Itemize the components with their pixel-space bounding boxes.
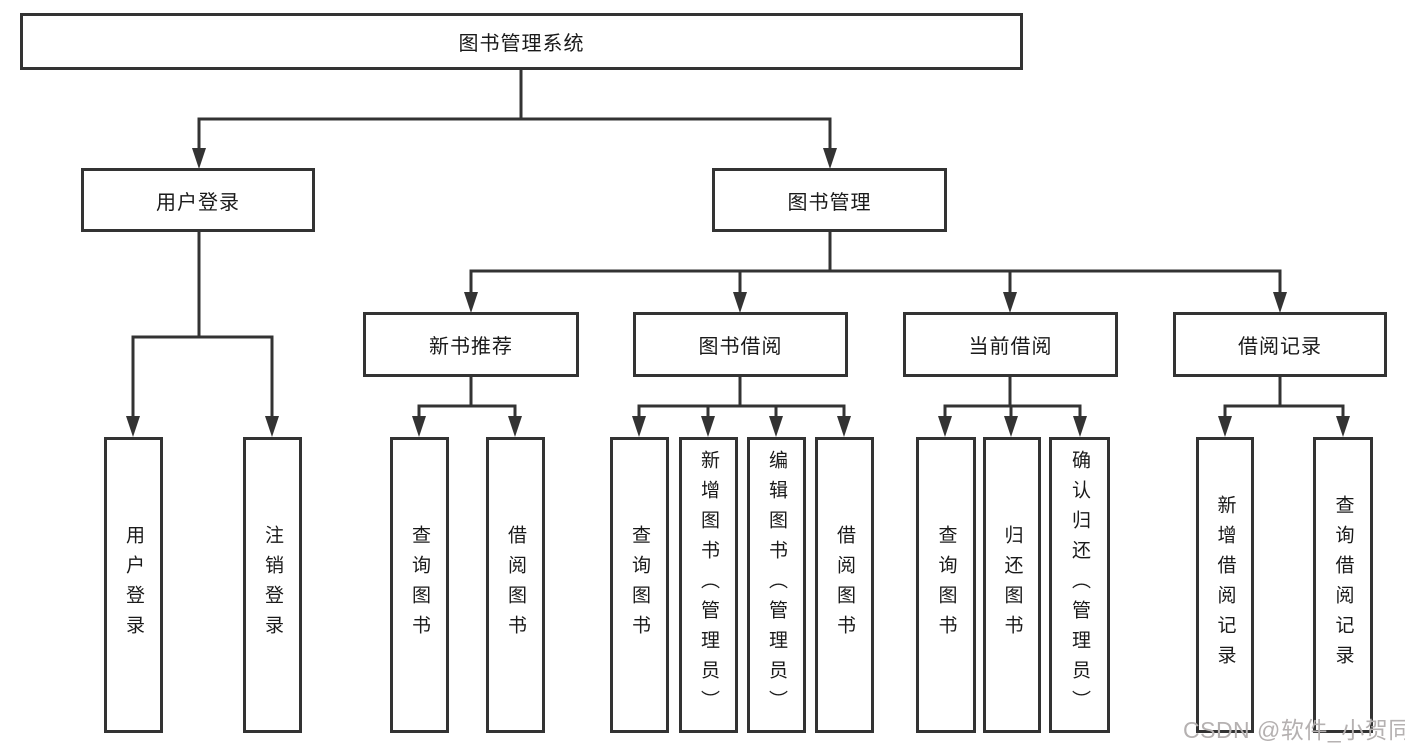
leaf-borrow-query-books: 查询图书	[610, 437, 669, 733]
connector-current-borrow-to-leaves	[943, 377, 1082, 420]
node-new-book-rec: 新书推荐	[363, 312, 579, 377]
connector-book-mgmt-to-level3	[469, 232, 1282, 296]
leaf-confirm-return-admin-label: 确认归还（管理员）	[1069, 450, 1090, 720]
node-book-mgmt: 图书管理	[712, 168, 947, 232]
node-user-login: 用户登录	[81, 168, 315, 232]
leaf-add-books-admin: 新增图书（管理员）	[679, 437, 738, 733]
arrowheads	[126, 148, 1350, 437]
leaf-query-borrow-record-label: 查询借阅记录	[1332, 495, 1354, 675]
leaf-confirm-return-admin: 确认归还（管理员）	[1049, 437, 1110, 733]
connector-user-login-to-leaves	[131, 232, 274, 420]
leaf-user-login-label: 用户登录	[123, 525, 144, 645]
leaf-user-login: 用户登录	[104, 437, 163, 733]
leaf-borrow-books: 借阅图书	[815, 437, 874, 733]
leaf-current-query-books: 查询图书	[916, 437, 976, 733]
node-borrow-records: 借阅记录	[1173, 312, 1387, 377]
node-system-root-label: 图书管理系统	[458, 33, 585, 55]
leaf-logout: 注销登录	[243, 437, 302, 733]
node-book-borrow-label: 图书借阅	[698, 336, 783, 358]
leaf-return-books-label: 归还图书	[1001, 525, 1023, 645]
leaf-borrow-query-books-label: 查询图书	[629, 525, 650, 645]
node-user-login-label: 用户登录	[156, 191, 240, 214]
connector-borrow-records-to-leaves	[1223, 377, 1345, 420]
leaf-return-books: 归还图书	[983, 437, 1041, 733]
node-current-borrow: 当前借阅	[903, 312, 1118, 377]
node-new-book-rec-label: 新书推荐	[429, 336, 513, 358]
node-system-root: 图书管理系统	[20, 13, 1023, 70]
connector-root-to-level2	[197, 70, 832, 152]
connector-new-book-rec-to-leaves	[417, 377, 517, 420]
leaf-newrec-borrow-books: 借阅图书	[486, 437, 545, 733]
connector-book-borrow-to-leaves	[637, 377, 846, 420]
node-book-borrow: 图书借阅	[633, 312, 848, 377]
leaf-edit-books-admin: 编辑图书（管理员）	[747, 437, 806, 733]
csdn-watermark: CSDN @软件_小贺同学	[1183, 717, 1405, 743]
node-book-mgmt-label: 图书管理	[787, 191, 872, 214]
leaf-logout-label: 注销登录	[262, 525, 283, 645]
leaf-borrow-books-label: 借阅图书	[834, 525, 855, 645]
leaf-newrec-query-books-label: 查询图书	[409, 525, 430, 645]
leaf-add-borrow-record-label: 新增借阅记录	[1214, 495, 1236, 675]
node-current-borrow-label: 当前借阅	[968, 336, 1053, 358]
leaf-newrec-borrow-books-label: 借阅图书	[505, 525, 526, 645]
leaf-current-query-books-label: 查询图书	[935, 525, 957, 645]
leaf-query-borrow-record: 查询借阅记录	[1313, 437, 1373, 733]
leaf-edit-books-admin-label: 编辑图书（管理员）	[766, 450, 787, 720]
node-borrow-records-label: 借阅记录	[1238, 336, 1322, 358]
leaf-add-borrow-record: 新增借阅记录	[1196, 437, 1254, 733]
leaf-newrec-query-books: 查询图书	[390, 437, 449, 733]
leaf-add-books-admin-label: 新增图书（管理员）	[698, 450, 719, 720]
